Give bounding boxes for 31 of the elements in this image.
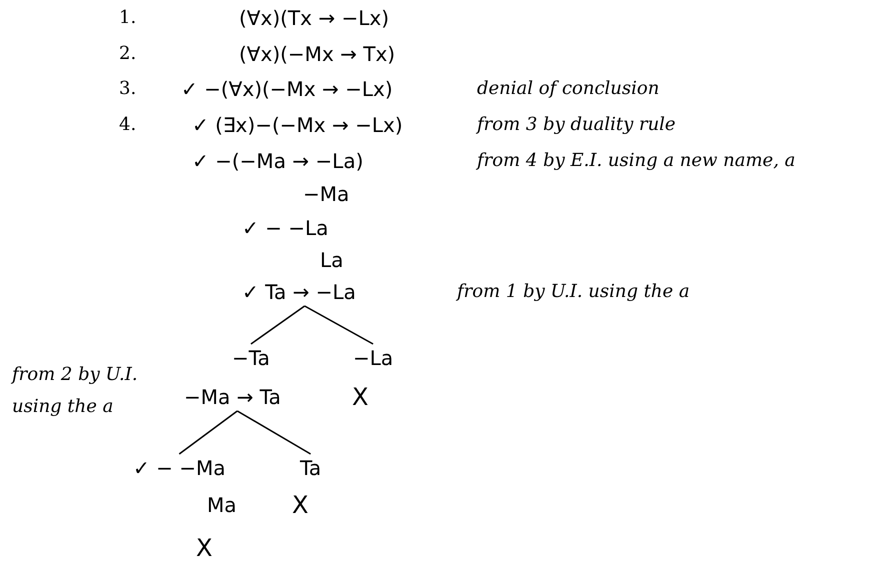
line-number: 1. [119, 6, 136, 30]
justification-note: denial of conclusion [477, 77, 660, 101]
closed-branch-mark: X [292, 493, 308, 517]
branch-line [178, 410, 238, 455]
tree-formula: Ta [300, 456, 322, 480]
justification-note: from 3 by duality rule [477, 113, 676, 137]
formula: −Ma [303, 182, 350, 206]
line-number: 3. [119, 77, 136, 101]
justification-note: from 4 by E.I. using a new name, a [477, 149, 796, 173]
formula: (∀x)(Tx → −Lx) [239, 6, 389, 30]
formula: La [320, 248, 344, 272]
line-number: 4. [119, 113, 136, 137]
formula: ✓ (∃x)−(−Mx → −Lx) [192, 113, 403, 137]
formula: Ma [207, 493, 237, 517]
closed-branch-mark: X [352, 385, 368, 409]
branch-line [304, 305, 374, 345]
tree-formula: −La [353, 346, 394, 370]
tree-formula: ✓ Ta → −La [242, 280, 356, 304]
tree-formula: −Ma → Ta [184, 385, 281, 409]
closed-branch-mark: X [196, 536, 212, 560]
formula: ✓ − −La [242, 216, 328, 240]
tree-formula: −Ta [232, 346, 270, 370]
formula: ✓ −(−Ma → −La) [192, 149, 364, 173]
line-number: 2. [119, 42, 136, 66]
tree-formula: ✓ − −Ma [133, 456, 226, 480]
justification-note: from 1 by U.I. using the a [457, 280, 690, 304]
formula: ✓ −(∀x)(−Mx → −Lx) [181, 77, 393, 101]
formula: (∀x)(−Mx → Tx) [239, 42, 396, 66]
justification-note: from 2 by U.I. using the a [12, 363, 139, 419]
branch-line [250, 305, 306, 345]
branch-line [236, 410, 311, 455]
